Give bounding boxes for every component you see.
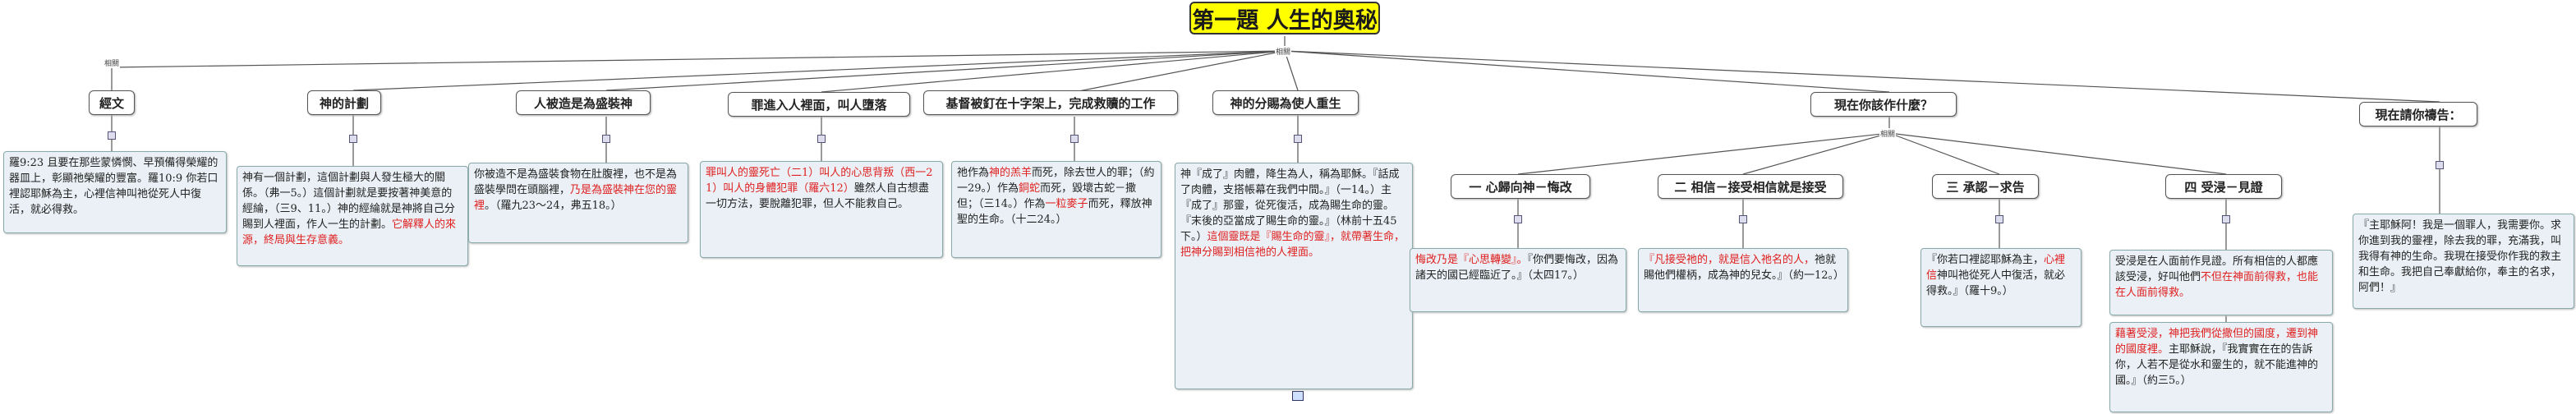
note-confess: 『你若口裡認耶穌為主，心裡信神叫祂從死人中復活，就必得救。』（羅十9。） xyxy=(1920,248,2082,327)
note-text-segment: 心裡信 xyxy=(1926,254,2066,282)
note-text-segment: 它解釋人的來源，終局與生存意義。 xyxy=(242,218,457,246)
topic-plan[interactable]: 神的計劃 xyxy=(307,90,381,115)
attachment-icon xyxy=(1514,215,1522,223)
note-text-segment: 銅蛇 xyxy=(1019,182,1041,195)
note-scripture: 羅9:23 且要在那些蒙憐憫、早預備得榮耀的器皿上，彰顯祂榮耀的豐富。羅10:9… xyxy=(3,151,227,233)
note-cross: 祂作為神的羔羊而死，除去世人的罪；（約一29。）作為銅蛇而死，毀壞古蛇－撒但；（… xyxy=(951,161,1162,258)
note-text-segment: 雖然人自古想盡一切方法，要脫離犯罪，但人不能救自己。 xyxy=(706,182,929,210)
attachment-icon xyxy=(108,131,116,140)
note-text-segment: 受浸是在人面前作見證。所有相信的人都應該受浸，好叫他們 xyxy=(2115,255,2319,283)
note-text-segment: 一粒麥子 xyxy=(1045,198,1088,210)
now-hub-label: 相關 xyxy=(1879,128,1897,139)
note-pray: 『主耶穌阿！我是一個罪人，我需要你。求你進到我的靈裡，除去我的罪，充滿我，叫我得… xyxy=(2353,214,2574,309)
topic-pray[interactable]: 現在請你禱告： xyxy=(2359,102,2477,126)
root-branch-label: 相關 xyxy=(104,58,121,68)
attachment-icon xyxy=(2436,161,2444,169)
root-hub-label: 相關 xyxy=(1275,46,1292,57)
linked-map-icon[interactable] xyxy=(1292,391,1304,401)
note-text-segment: 『你們要悔改，因為諸天的國已經臨近了。』（太四17。） xyxy=(1415,254,1619,282)
attachment-icon xyxy=(1070,135,1079,143)
attachment-icon xyxy=(602,135,610,143)
root-topic[interactable]: 第一題 人生的奧秘 xyxy=(1189,2,1380,34)
step-believe[interactable]: 二 相信－接受相信就是接受 xyxy=(1658,174,1843,199)
note-text-segment: 這個靈既是『賜生命的靈』，就帶著生命，把神分賜到相信祂的人裡面。 xyxy=(1180,231,1405,259)
note-text-segment: 『主耶穌阿！我是一個罪人，我需要你。求你進到我的靈裡，除去我的罪，充滿我，叫我得… xyxy=(2358,219,2562,294)
step-confess[interactable]: 三 承認－求告 xyxy=(1932,174,2039,199)
note-text-segment: 神有一個計劃，這個計劃與人發生極大的關係。（弗一5。）這個計劃就是要按著神美意的… xyxy=(242,172,455,231)
note-text-segment: 藉著受浸，神把我們從撒但的國度，遷到神的國度裡。 xyxy=(2115,328,2319,356)
topic-sin[interactable]: 罪進入人裡面，叫人墮落 xyxy=(728,92,910,117)
note-text-segment: 而死，毀壞古蛇－撒但；（三14。）作為 xyxy=(957,182,1137,210)
note-baptize-kingdom: 藉著受浸，神把我們從撒但的國度，遷到神的國度裡。主耶穌說，『我實實在在的告訴你，… xyxy=(2109,322,2333,412)
note-text-segment: 『你若口裡認耶穌為主， xyxy=(1926,254,2045,266)
attachment-icon xyxy=(349,135,357,143)
note-text-segment: 神叫祂從死人中復活，就必得救。』（羅十9。） xyxy=(1926,269,2066,297)
note-text-segment: 而死，釋放神聖的生命。（十二24。） xyxy=(957,198,1152,226)
note-repent: 悔改乃是『心思轉變』。『你們要悔改，因為諸天的國已經臨近了。』（太四17。） xyxy=(1410,248,1626,312)
note-text-segment: 。（羅九23～24，弗五18。） xyxy=(485,200,622,212)
topic-now[interactable]: 現在你該作什麼？ xyxy=(1810,92,1957,117)
note-text-segment: 主耶穌說，『我實實在在的告訴你，人若不是從水和靈生的，就不能進神的國。』（約三5… xyxy=(2115,343,2319,387)
note-dispensing: 神『成了』肉體，降生為人，稱為耶穌。『話成了肉體，支搭帳幕在我們中間。』（一14… xyxy=(1175,163,1413,389)
step-repent[interactable]: 一 心歸向神－悔改 xyxy=(1451,174,1590,199)
attachment-icon xyxy=(1294,135,1302,143)
note-plan: 神有一個計劃，這個計劃與人發生極大的關係。（弗一5。）這個計劃就是要按著神美意的… xyxy=(237,166,468,266)
note-text-segment: 神的羔羊 xyxy=(989,167,1033,179)
topic-created[interactable]: 人被造是為盛裝神 xyxy=(516,90,651,115)
attachment-icon xyxy=(2222,215,2230,223)
note-text-segment: 你被造不是為盛裝食物在肚腹裡，也不是為盛裝學問在頭腦裡， xyxy=(474,168,678,196)
note-sin: 罪叫人的靈死亡（二1）叫人的心思背叛（西一21）叫人的身體犯罪（羅六12）雖然人… xyxy=(700,161,943,258)
topic-dispensing[interactable]: 神的分賜為使人重生 xyxy=(1212,90,1359,115)
note-baptize-witness: 受浸是在人面前作見證。所有相信的人都應該受浸，好叫他們不但在神面前得救，也能在人… xyxy=(2109,250,2333,315)
topic-cross[interactable]: 基督被釘在十字架上，完成救贖的工作 xyxy=(923,90,1178,115)
topic-scripture[interactable]: 經文 xyxy=(89,90,135,115)
note-text-segment: 而死，除去世人的罪；（約一29。）作為 xyxy=(957,167,1155,195)
note-text-segment: 罪叫人的靈死亡（二1）叫人的心思背叛（西一21）叫人的身體犯罪（羅六12） xyxy=(706,167,933,195)
note-text-segment: 羅9:23 且要在那些蒙憐憫、早預備得榮耀的器皿上，彰顯祂榮耀的豐富。羅10:9… xyxy=(9,157,218,216)
note-text-segment: 祂就賜他們權柄，成為神的兒女。』（約一12。） xyxy=(1644,254,1845,282)
note-created: 你被造不是為盛裝食物在肚腹裡，也不是為盛裝學問在頭腦裡，乃是為盛裝神在您的靈裡。… xyxy=(468,163,688,243)
note-text-segment: 悔改乃是『心思轉變』。 xyxy=(1415,254,1528,266)
note-text-segment: 不但在神面前得救，也能在人面前得救。 xyxy=(2115,271,2319,299)
note-believe: 『凡接受祂的，就是信入祂名的人，祂就賜他們權柄，成為神的兒女。』（約一12。） xyxy=(1638,248,1848,312)
note-text-segment: 祂作為 xyxy=(957,167,990,179)
step-baptize[interactable]: 四 受浸－見證 xyxy=(2165,174,2282,199)
attachment-icon xyxy=(1739,215,1747,223)
note-text-segment: 『凡接受祂的，就是信入祂名的人， xyxy=(1644,254,1815,266)
attachment-icon xyxy=(1995,215,2003,223)
note-text-segment: 乃是為盛裝神在您的靈裡 xyxy=(474,184,678,212)
note-text-segment: 神『成了』肉體，降生為人，稱為耶穌。『話成了肉體，支搭帳幕在我們中間。』（一14… xyxy=(1180,168,1400,243)
attachment-icon xyxy=(817,135,826,143)
